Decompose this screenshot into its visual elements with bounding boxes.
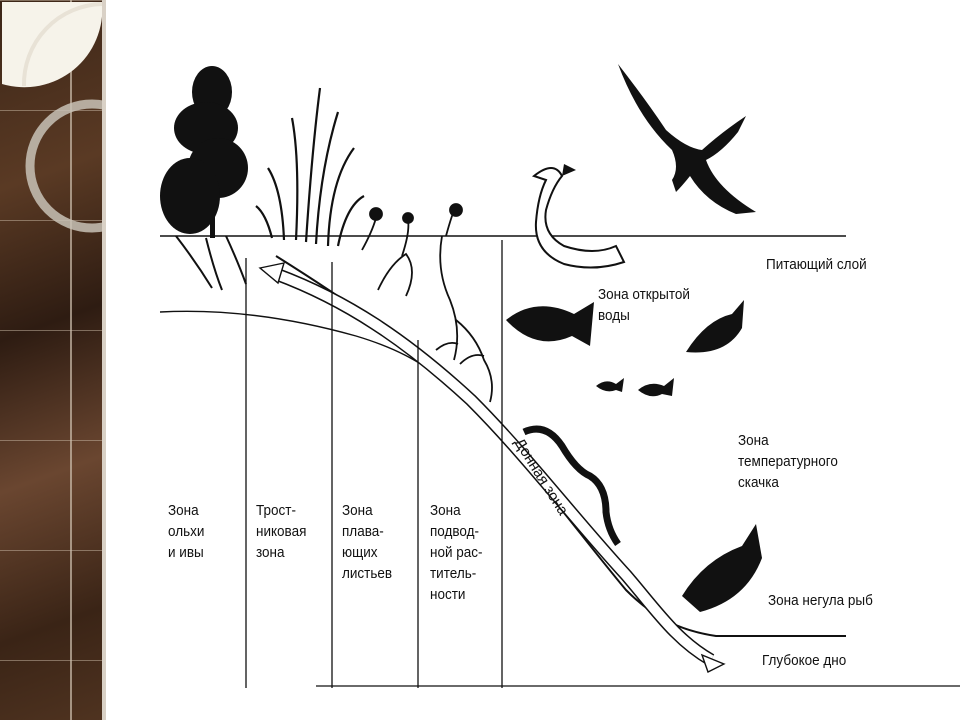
label-feeding-layer: Питающий слой	[766, 256, 867, 273]
water-plant-icon	[361, 203, 493, 403]
bottom-zone-arrow-right	[700, 653, 726, 673]
reed-icon	[255, 87, 365, 247]
label-thermocline-zone: Зона температурного скачка	[738, 432, 838, 491]
zone-label-reed: Трост- никовая зона	[256, 502, 307, 561]
eagle-icon	[618, 64, 756, 214]
bottom-zone-arrow-left	[258, 262, 286, 285]
tree-icon	[160, 66, 248, 291]
slide-content: Донная зона	[106, 0, 960, 720]
zone-label-submerged-plants: Зона подвод- ной рас- титель- ности	[430, 502, 483, 603]
grebe-icon	[531, 164, 626, 269]
circle-ornament-icon	[2, 2, 106, 233]
decorative-sidebar	[0, 0, 106, 720]
lake-zones-diagram: Донная зона	[159, 64, 960, 688]
zone-label-alder-willow: Зона ольхи и ивы	[168, 502, 205, 561]
fish-icon	[506, 300, 762, 612]
eel-icon	[522, 425, 621, 547]
sidebar-edge	[102, 0, 106, 720]
label-open-water-zone: Зона открытой воды	[598, 286, 690, 324]
label-no-fish-zone: Зона негула рыб	[768, 592, 873, 609]
label-deep-bottom: Глубокое дно	[762, 652, 847, 669]
tile-divider	[70, 0, 72, 720]
zone-label-floating-leaves: Зона плава- ющих листьев	[342, 502, 393, 582]
